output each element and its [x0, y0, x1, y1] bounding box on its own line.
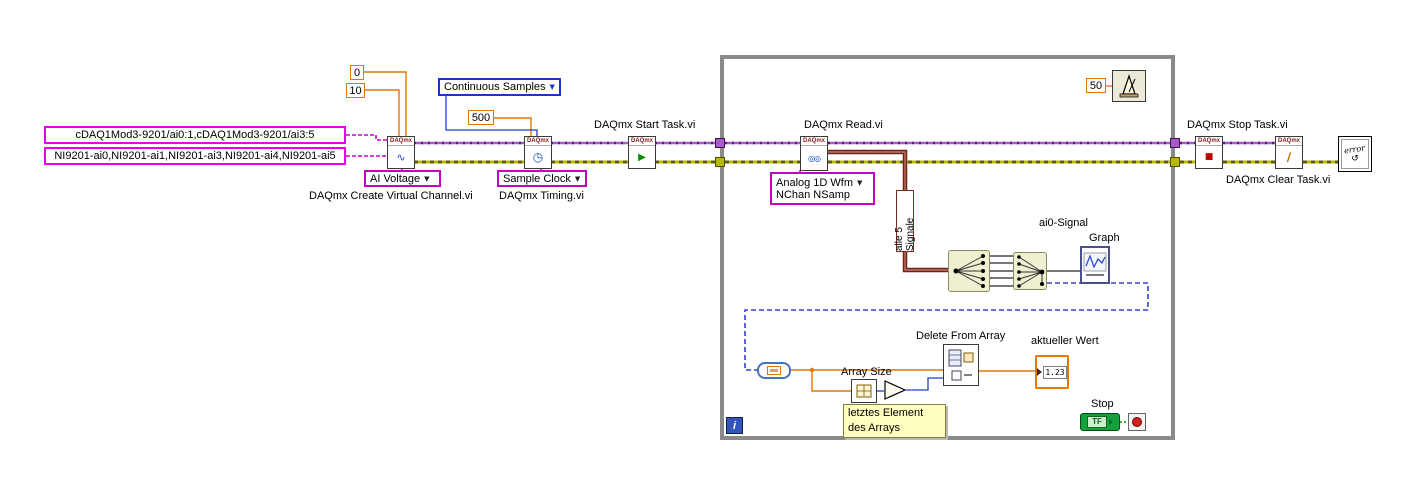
wait-ms-constant[interactable]: 50 [1086, 78, 1106, 93]
aktueller-wert-indicator[interactable]: 1.23 [1035, 355, 1069, 389]
continuous-samples-dropdown[interactable]: Continuous Samples ▼ [438, 78, 561, 96]
read-mode-dropdown[interactable]: Analog 1D Wfm ▼ NChan NSamp [770, 172, 875, 205]
min-value-constant[interactable]: 0 [350, 65, 364, 80]
loop-iteration-terminal[interactable]: i [726, 417, 743, 434]
chevron-down-icon: ▼ [549, 83, 555, 91]
max-value-text: 10 [349, 84, 362, 97]
physical-channels-constant[interactable]: cDAQ1Mod3-9201/ai0:1,cDAQ1Mod3-9201/ai3:… [44, 126, 346, 144]
array-size-node[interactable] [851, 379, 877, 403]
graph-label: Graph [1089, 232, 1120, 244]
start-task-vi-label: DAQmx Start Task.vi [594, 119, 696, 131]
daqmx-logo: DAQmx [525, 138, 551, 146]
daqmx-read-node[interactable]: DAQmx ◎◎ [800, 136, 828, 171]
wait-ms-node[interactable] [1112, 70, 1146, 102]
continuous-samples-label: Continuous Samples [444, 81, 546, 93]
daqmx-stop-task-node[interactable]: DAQmx ■ [1195, 136, 1223, 169]
clock-icon: ◷ [532, 150, 544, 164]
play-icon: ▶ [638, 151, 646, 163]
tf-text: TF [1087, 416, 1107, 428]
delete-from-array-node[interactable] [943, 344, 979, 386]
max-value-constant[interactable]: 10 [346, 83, 365, 98]
indicator-arrow-icon [1037, 368, 1043, 376]
iteration-i-text: i [732, 419, 737, 432]
create-channel-vi-label: DAQmx Create Virtual Channel.vi [309, 190, 473, 202]
fanin-icon [1017, 255, 1045, 288]
error-script-text: error [1343, 143, 1367, 155]
comment-line2: des Arrays [848, 422, 900, 434]
decrement-node[interactable] [884, 380, 907, 401]
ai-voltage-label: AI Voltage [370, 172, 421, 185]
daqmx-timing-node[interactable]: DAQmx ◷ [524, 136, 552, 169]
comment-line1: letztes Element [848, 407, 924, 419]
get-waveform-component-node[interactable] [757, 362, 791, 379]
timing-vi-label: DAQmx Timing.vi [499, 190, 584, 202]
read-mode-line2: NChan NSamp [776, 188, 850, 201]
read-vi-label: DAQmx Read.vi [804, 119, 883, 131]
metronome-icon [1119, 74, 1139, 98]
channel-names-text: NI9201-ai0,NI9201-ai1,NI9201-ai3,NI9201-… [54, 150, 336, 162]
sample-clock-label: Sample Clock [503, 172, 571, 185]
create-channel-icon: ∿ [396, 150, 406, 164]
daqmx-create-channel-node[interactable]: DAQmx ∿ [387, 136, 415, 169]
error-arrow-icon: ↺ [1351, 153, 1359, 164]
signal-merge-node[interactable] [1013, 252, 1047, 290]
stop-square-icon: ■ [1204, 152, 1214, 162]
boolean-arrow-icon [1108, 419, 1113, 425]
physical-channels-text: cDAQ1Mod3-9201/ai0:1,cDAQ1Mod3-9201/ai3:… [75, 129, 315, 141]
loop-tunnel-error-right [1170, 157, 1180, 167]
daqmx-logo: DAQmx [801, 138, 827, 146]
fanout-icon [953, 254, 985, 288]
daqmx-logo: DAQmx [629, 138, 655, 146]
eraser-icon: ∕ [1286, 150, 1292, 164]
waveform-graph-indicator[interactable] [1080, 246, 1110, 284]
aktueller-wert-label: aktueller Wert [1031, 335, 1099, 347]
stop-button[interactable]: TF [1080, 413, 1120, 431]
loop-tunnel-error-left [715, 157, 725, 167]
daqmx-logo: DAQmx [1196, 138, 1222, 146]
signal-split-node[interactable] [948, 250, 990, 292]
min-value-text: 0 [353, 66, 361, 79]
alle-5-signale-label[interactable]: alle 5 Signale [894, 190, 916, 252]
stop-sign-icon [1132, 417, 1142, 427]
graph-plot-icon [1083, 252, 1107, 276]
error-out-indicator[interactable]: error ↺ [1338, 136, 1372, 172]
daqmx-logo: DAQmx [1276, 138, 1302, 146]
comment-label[interactable]: letztes Element des Arrays [843, 404, 946, 438]
while-loop-border[interactable] [720, 55, 1175, 440]
ai0-signal-label: ai0-Signal [1039, 217, 1088, 229]
rate-text: 500 [471, 111, 491, 124]
loop-condition-terminal[interactable] [1128, 413, 1146, 431]
loop-tunnel-task-left [715, 138, 725, 148]
ai-voltage-dropdown[interactable]: AI Voltage ▼ [364, 170, 441, 187]
array-element-icon [767, 366, 781, 375]
channel-names-constant[interactable]: NI9201-ai0,NI9201-ai1,NI9201-ai3,NI9201-… [44, 147, 346, 165]
indicator-value: 1.23 [1043, 365, 1067, 379]
alle-5-signale-text: alle 5 Signale [894, 217, 916, 251]
chevron-down-icon: ▼ [857, 178, 863, 187]
chevron-down-icon: ▼ [424, 174, 430, 183]
read-mode-line1: Analog 1D Wfm [776, 176, 854, 189]
rate-constant[interactable]: 500 [468, 110, 494, 125]
daqmx-logo: DAQmx [388, 138, 414, 146]
array-grid-icon [856, 384, 872, 398]
read-gauges-icon: ◎◎ [808, 153, 821, 163]
clear-task-vi-label: DAQmx Clear Task.vi [1226, 174, 1331, 186]
array-size-label: Array Size [841, 366, 892, 378]
daqmx-clear-task-node[interactable]: DAQmx ∕ [1275, 136, 1303, 169]
delete-from-array-label: Delete From Array [916, 330, 1006, 342]
sample-clock-dropdown[interactable]: Sample Clock ▼ [497, 170, 587, 187]
stop-task-vi-label: DAQmx Stop Task.vi [1187, 119, 1288, 131]
loop-tunnel-task-right [1170, 138, 1180, 148]
wait-ms-text: 50 [1089, 79, 1103, 92]
daqmx-start-task-node[interactable]: DAQmx ▶ [628, 136, 656, 169]
delete-array-icon [948, 349, 974, 381]
chevron-down-icon: ▼ [574, 174, 581, 183]
stop-button-label: Stop [1091, 398, 1114, 410]
